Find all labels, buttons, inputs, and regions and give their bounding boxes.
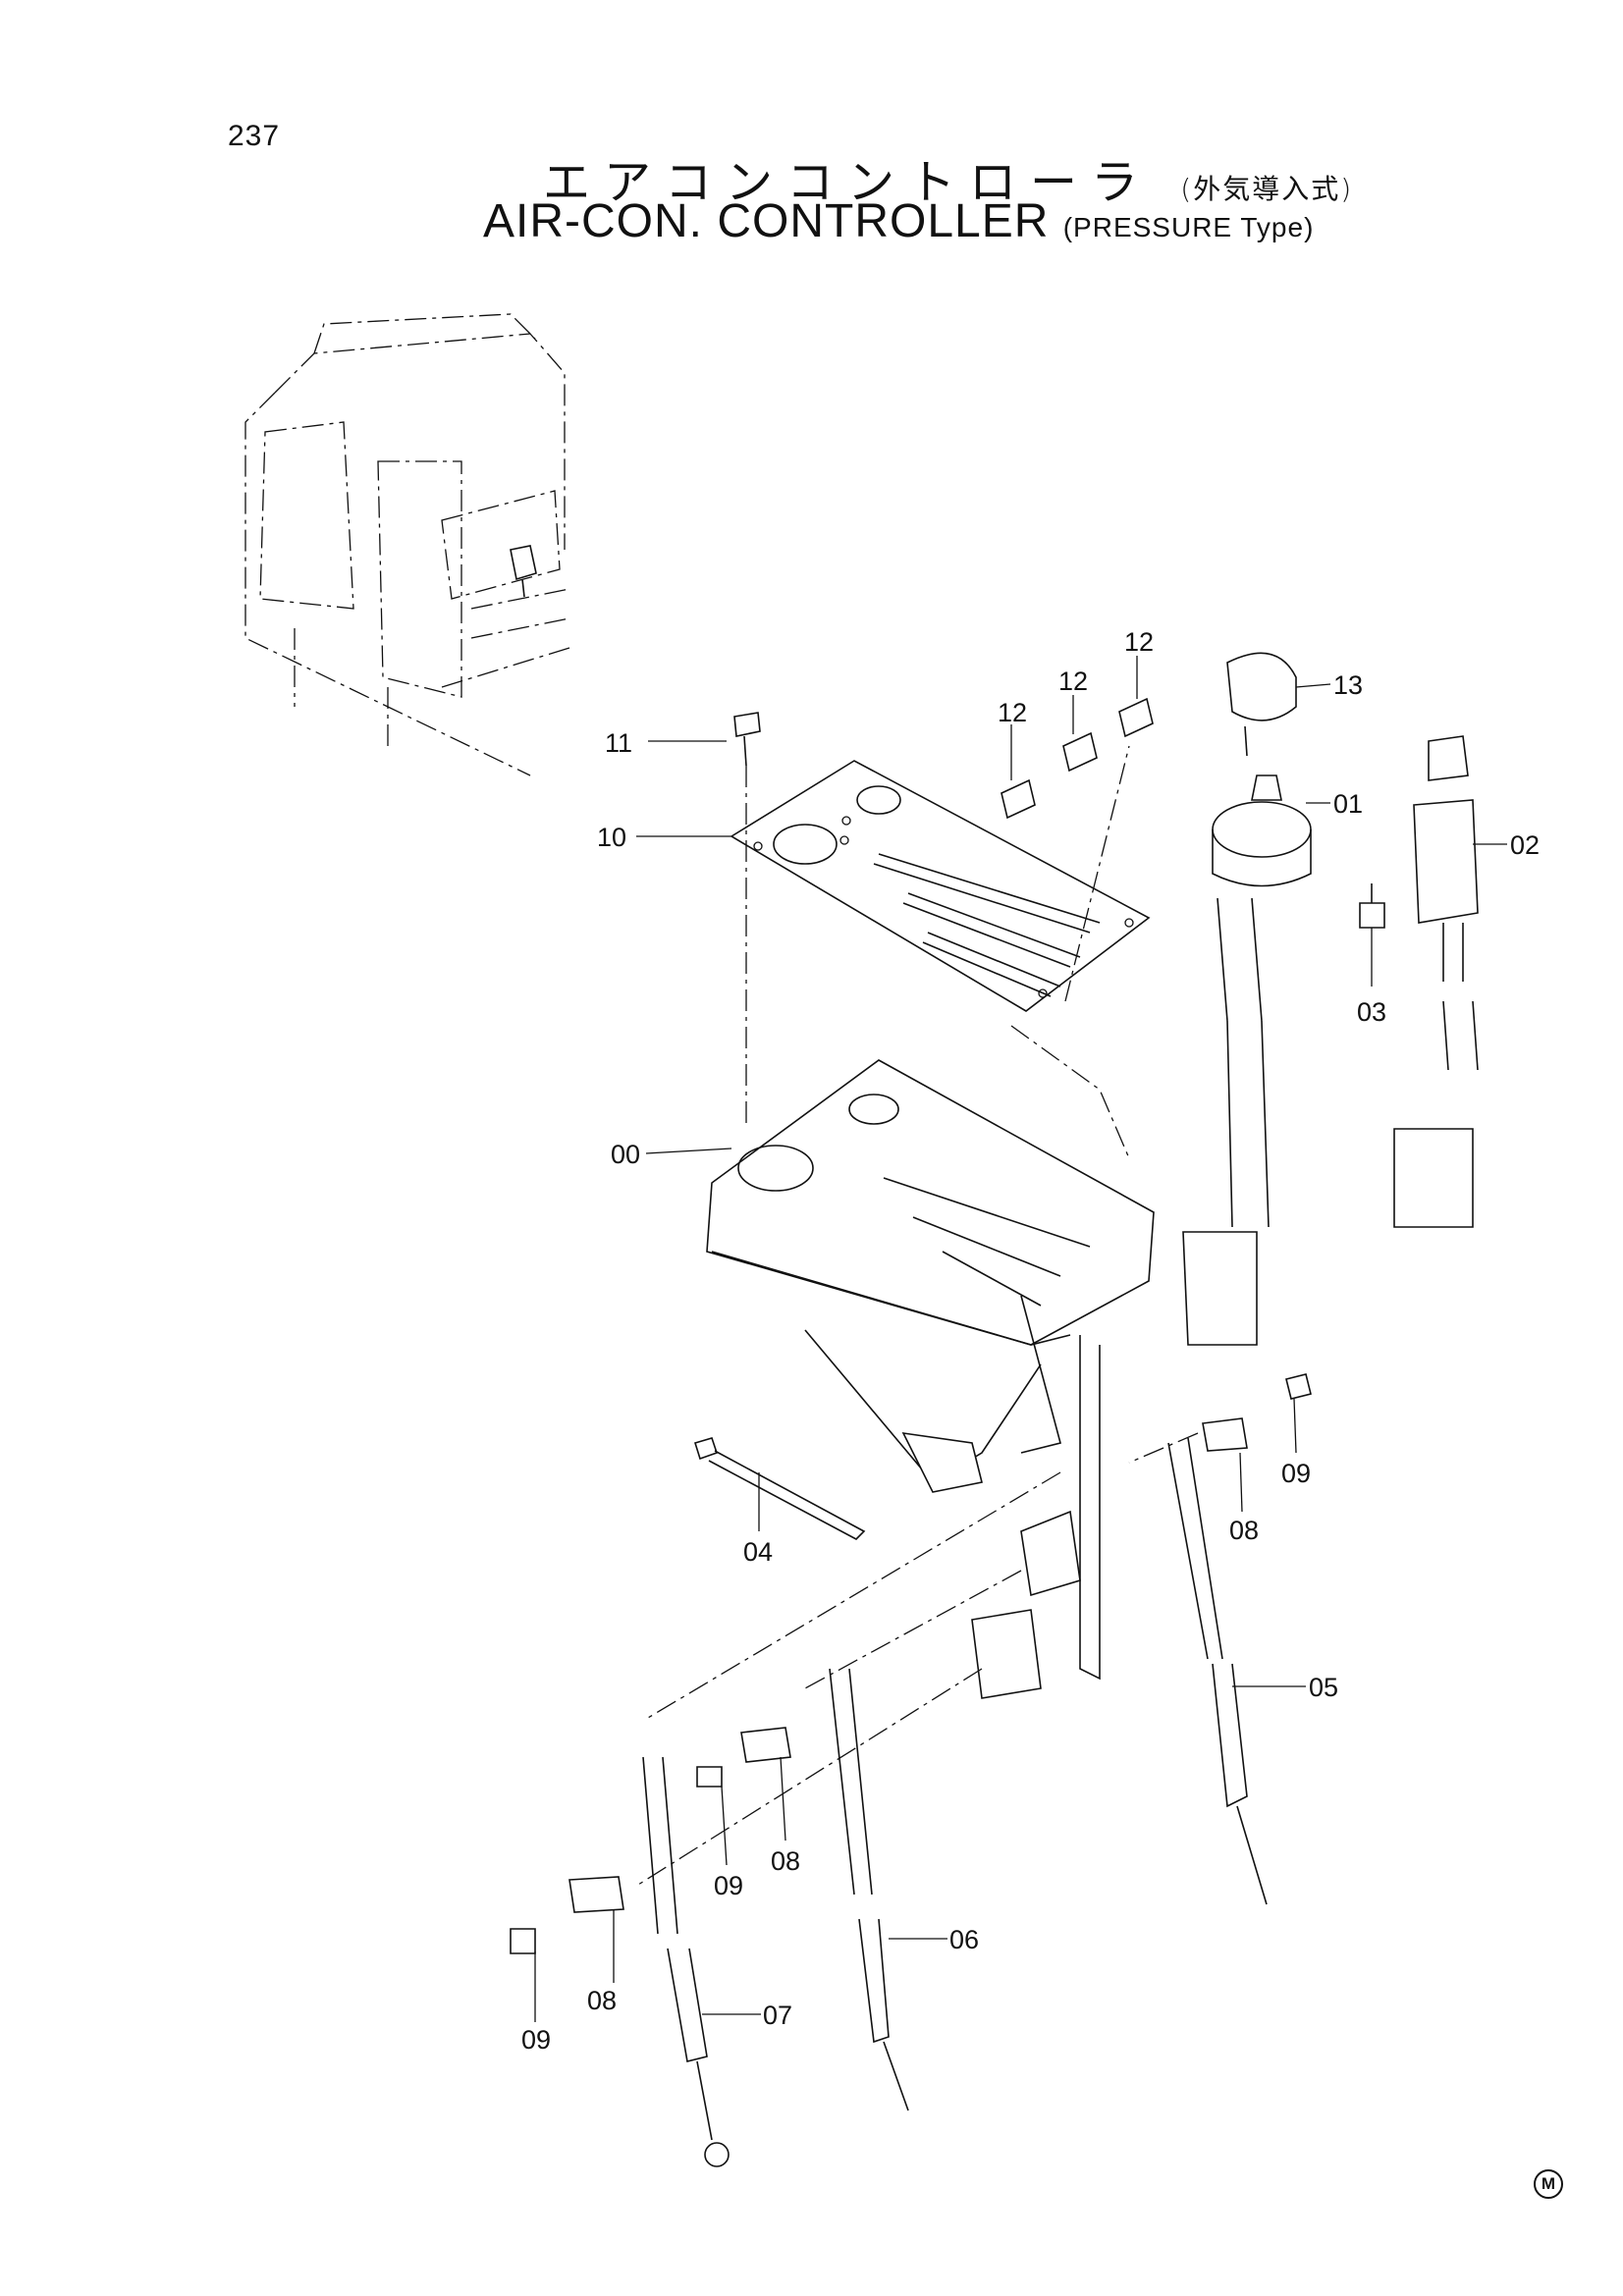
- callout-07: 07: [763, 2001, 792, 2030]
- title-english-note: (PRESSURE Type): [1062, 212, 1315, 242]
- callout-10: 10: [597, 823, 626, 852]
- callout-12-a: 12: [998, 698, 1027, 727]
- callout-06: 06: [949, 1925, 979, 1954]
- callout-03: 03: [1357, 997, 1386, 1027]
- trademark-m-mark: M: [1534, 2169, 1563, 2199]
- callout-09-a: 09: [1281, 1459, 1311, 1488]
- title-japanese-main: エアコンコントローラ: [543, 155, 1153, 210]
- pressure-switch: [1393, 735, 1479, 1228]
- callout-08-c: 08: [587, 1986, 617, 2015]
- callout-11: 11: [605, 728, 632, 758]
- screw-03: [1359, 883, 1385, 929]
- callout-09-c: 09: [521, 2025, 551, 2055]
- controller-bracket: [706, 1059, 1155, 1699]
- callout-12-c: 12: [1124, 627, 1154, 657]
- callout-02: 02: [1510, 830, 1540, 860]
- control-cables: [642, 1437, 1268, 2167]
- callout-08-b: 08: [771, 1846, 800, 1876]
- leader-lines: [534, 656, 1507, 2022]
- callout-01: 01: [1333, 789, 1363, 819]
- callout-04: 04: [743, 1537, 773, 1567]
- callout-12-b: 12: [1058, 667, 1088, 696]
- rotary-switch: [1182, 652, 1312, 1346]
- cable-tie: [693, 1437, 866, 1540]
- callout-08-a: 08: [1229, 1516, 1259, 1545]
- callout-09-b: 09: [714, 1871, 743, 1900]
- callout-labels: 11 10 00 12 12 12 13 01 02 03 04 05 06 0…: [521, 627, 1540, 2055]
- projection-lines: [637, 745, 1199, 1886]
- title-english: AIR-CON. CONTROLLER (PRESSURE Type): [483, 194, 1314, 248]
- title-english-main: AIR-CON. CONTROLLER: [483, 195, 1050, 247]
- screw-11: [733, 712, 761, 767]
- callout-13: 13: [1333, 670, 1363, 700]
- cover-plate: [730, 760, 1151, 1012]
- clamps-and-screws: [510, 1373, 1312, 1954]
- page-number: 237: [228, 120, 281, 152]
- slider-knobs: [1001, 697, 1154, 820]
- title-japanese: エアコンコントローラ (外気導入式): [543, 143, 1353, 212]
- callout-05: 05: [1309, 1673, 1338, 1702]
- cab-locator-sketch: [244, 313, 570, 776]
- callout-00: 00: [611, 1140, 640, 1169]
- title-japanese-note: (外気導入式): [1180, 173, 1354, 205]
